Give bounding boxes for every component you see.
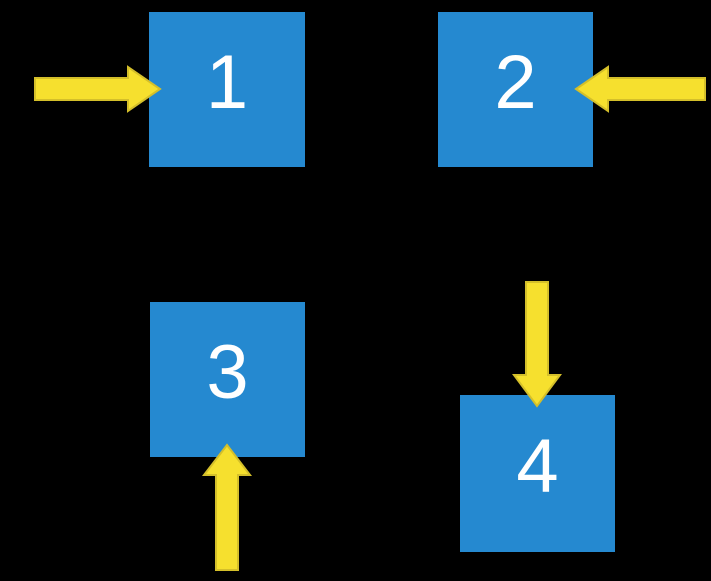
box-1-label: 1 [205, 39, 249, 125]
arrow-right-icon [34, 65, 162, 113]
arrow-up-icon [201, 443, 253, 571]
box-4: 4 [460, 395, 615, 552]
box-3-label: 3 [206, 329, 249, 415]
arrow-left-icon [574, 65, 706, 113]
box-2-label: 2 [494, 39, 537, 125]
box-2: 2 [438, 12, 593, 167]
box-1: 1 [149, 12, 305, 167]
box-4-label: 4 [516, 423, 559, 509]
box-3: 3 [150, 302, 305, 457]
arrow-down-icon [512, 281, 562, 408]
